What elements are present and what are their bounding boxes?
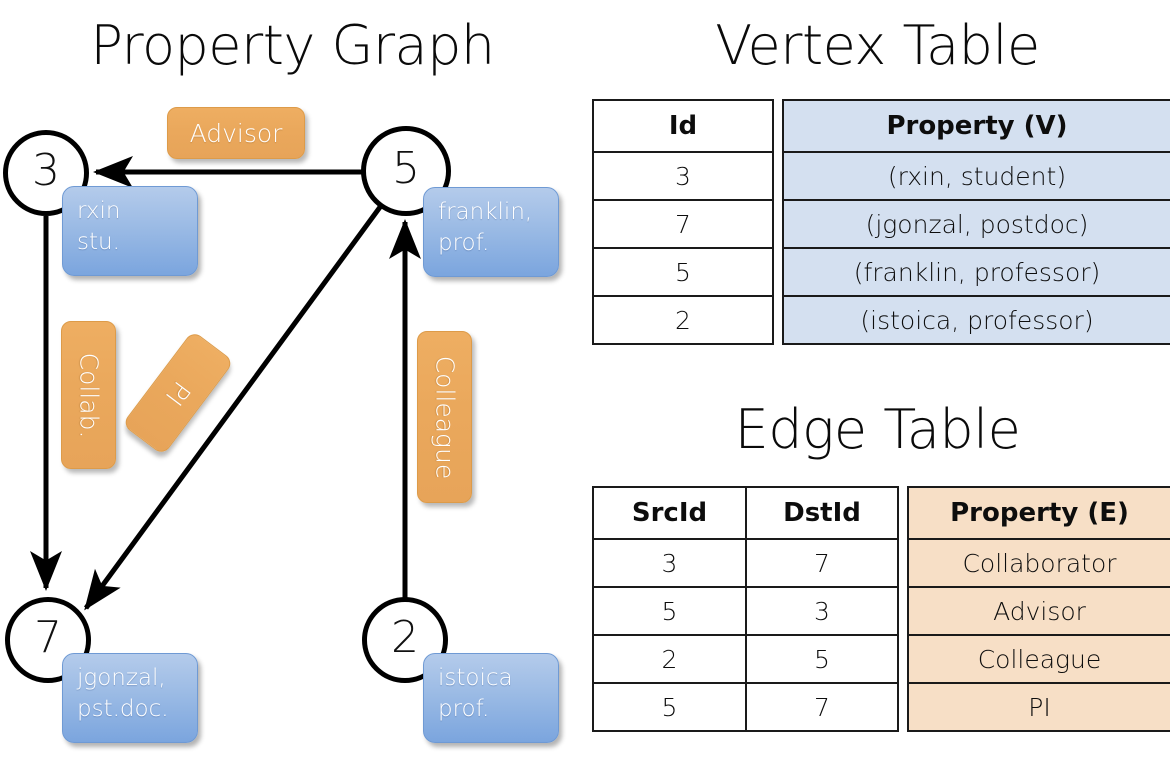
edge-label-pi-text: PI <box>159 375 197 411</box>
edge-table-column-gap <box>898 683 908 731</box>
vertex-table-column-gap <box>773 200 783 248</box>
edge-table-column-gap <box>898 587 908 635</box>
edge-row-2-dst: 5 <box>745 634 899 684</box>
vertex-row-1-property: (jgonzal, postdoc) <box>782 199 1170 249</box>
vertex-property-box-7-text: jgonzal, pst.doc. <box>77 665 169 722</box>
edge-row-0-property: Collaborator <box>907 538 1170 588</box>
edge-table-column-gap <box>898 539 908 587</box>
property-graph-canvas: 3 5 7 2 rxin stu. franklin, prof. jgonzal,… <box>3 107 559 743</box>
vertex-table-column-gap <box>773 248 783 296</box>
vertex-row-1-id: 7 <box>592 199 774 249</box>
edge-table-header-dstid: DstId <box>745 486 899 540</box>
edge-table-header-row: SrcId DstId Property (E) <box>592 486 1170 540</box>
vertex-table-header-id: Id <box>592 99 774 153</box>
vertex-node-2[interactable]: 2 <box>362 597 448 683</box>
table-row: 5 (franklin, professor) <box>592 247 1170 297</box>
edge-row-2-property: Colleague <box>907 634 1170 684</box>
edge-row-2-src: 2 <box>592 634 747 684</box>
edge-row-3-dst: 7 <box>745 682 899 732</box>
vertex-row-3-id: 2 <box>592 295 774 345</box>
vertex-table-column-gap <box>773 152 783 200</box>
vertex-property-7-line1: jgonzal, <box>77 665 166 691</box>
table-row: 3 7 Collaborator <box>592 538 1170 588</box>
edge-label-advisor: Advisor <box>167 107 305 159</box>
vertex-property-5-line2: prof. <box>438 230 490 257</box>
edge-label-advisor-text: Advisor <box>189 118 283 148</box>
table-row: 2 (istoica, professor) <box>592 295 1170 345</box>
table-row: 7 (jgonzal, postdoc) <box>592 199 1170 249</box>
vertex-property-box-3: rxin stu. <box>62 186 198 276</box>
edge-row-1-src: 5 <box>592 586 747 636</box>
graph-edges-layer <box>30 156 421 611</box>
edge-table-header-srcid: SrcId <box>592 486 747 540</box>
vertex-row-0-property: (rxin, student) <box>782 151 1170 201</box>
edge-label-colleague: Colleague <box>417 331 472 503</box>
page-title-vertex-table: Vertex Table <box>715 14 1040 77</box>
vertex-node-3-label: 3 <box>32 145 60 196</box>
edge-label-collab-text: Collab. <box>74 352 103 438</box>
vertex-property-box-3-text: rxin stu. <box>77 198 120 255</box>
edge-row-1-property: Advisor <box>907 586 1170 636</box>
edge-row-3-property: PI <box>907 682 1170 732</box>
vertex-table-column-gap <box>773 296 783 344</box>
vertex-property-3-line2: stu. <box>77 229 120 256</box>
vertex-property-3-line1: rxin <box>77 198 121 224</box>
table-row: 2 5 Colleague <box>592 634 1170 684</box>
page-title-property-graph: Property Graph <box>90 14 495 77</box>
edge-arrow-5-to-7 <box>83 201 386 611</box>
page-title-edge-table: Edge Table <box>734 398 1021 461</box>
vertex-property-box-2-text: istoica prof. <box>438 665 513 722</box>
vertex-node-5[interactable]: 5 <box>361 126 451 216</box>
edge-row-0-src: 3 <box>592 538 747 588</box>
vertex-row-0-id: 3 <box>592 151 774 201</box>
table-row: 5 3 Advisor <box>592 586 1170 636</box>
vertex-table-header-property: Property (V) <box>782 99 1170 153</box>
vertex-row-2-id: 5 <box>592 247 774 297</box>
table-row: 3 (rxin, student) <box>592 151 1170 201</box>
vertex-row-3-property: (istoica, professor) <box>782 295 1170 345</box>
vertex-node-7-label: 7 <box>34 612 62 663</box>
vertex-property-box-5-text: franklin, prof. <box>438 199 532 256</box>
edge-label-colleague-text: Colleague <box>430 355 460 479</box>
edge-row-1-dst: 3 <box>745 586 899 636</box>
vertex-row-2-property: (franklin, professor) <box>782 247 1170 297</box>
vertex-property-box-7: jgonzal, pst.doc. <box>62 653 198 743</box>
vertex-table: Id Property (V) 3 (rxin, student) 7 (jgo… <box>592 99 1170 345</box>
vertex-node-2-label: 2 <box>391 612 419 663</box>
vertex-property-2-line1: istoica <box>438 665 513 691</box>
edge-label-collab: Collab. <box>61 321 116 469</box>
edge-row-0-dst: 7 <box>745 538 899 588</box>
edge-table-header-property: Property (E) <box>907 486 1170 540</box>
vertex-property-box-5: franklin, prof. <box>423 187 559 277</box>
vertex-property-2-line2: prof. <box>438 696 490 723</box>
edge-row-3-src: 5 <box>592 682 747 732</box>
vertex-property-5-line1: franklin, <box>438 199 533 225</box>
vertex-table-header-row: Id Property (V) <box>592 99 1170 153</box>
vertex-table-column-gap <box>773 100 783 152</box>
vertex-property-box-2: istoica prof. <box>423 653 559 743</box>
edge-table-column-gap <box>898 487 908 539</box>
edge-table: SrcId DstId Property (E) 3 7 Collaborato… <box>592 486 1170 732</box>
vertex-property-7-line2: pst.doc. <box>77 696 169 723</box>
table-row: 5 7 PI <box>592 682 1170 732</box>
edge-table-column-gap <box>898 635 908 683</box>
vertex-node-5-label: 5 <box>392 143 420 194</box>
